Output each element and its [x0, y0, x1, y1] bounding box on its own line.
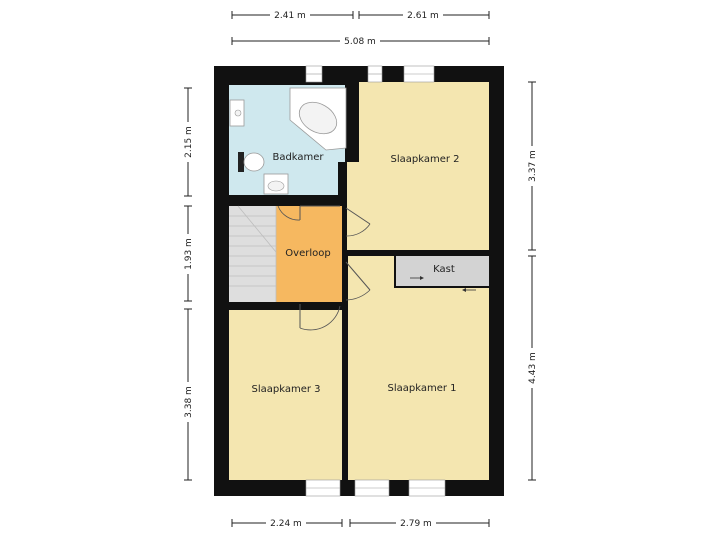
dim-left-mid: 1.93 m	[184, 238, 194, 270]
dimension-labels: 2.41 m 2.61 m 5.08 m 2.15 m 1.93 m 3.38 …	[182, 9, 538, 529]
dim-bottom-left: 2.24 m	[270, 519, 302, 529]
staircase-icon	[229, 205, 277, 302]
room-label-slaapkamer-1: Slaapkamer 1	[387, 383, 456, 394]
closet-slide-arrows	[410, 276, 476, 292]
dim-bottom-right: 2.79 m	[400, 519, 432, 529]
corner-bathtub-icon	[289, 87, 347, 151]
room-slaapkamer-2-floor	[347, 82, 489, 250]
room-slaapkamer-1-floor	[348, 256, 489, 480]
sink-icon	[229, 99, 245, 127]
room-label-slaapkamer-2: Slaapkamer 2	[390, 154, 459, 165]
room-label-slaapkamer-3: Slaapkamer 3	[251, 384, 320, 395]
room-kast-floor	[396, 256, 489, 286]
door-swing-icon	[277, 205, 371, 331]
sink-icon	[263, 173, 289, 195]
dim-top-left: 2.41 m	[274, 11, 306, 21]
dim-left-top: 2.15 m	[184, 126, 194, 158]
room-stairs-floor	[229, 206, 276, 302]
dim-left-bottom: 3.38 m	[184, 386, 194, 418]
dim-right-top: 3.37 m	[528, 150, 538, 182]
dim-top-right: 2.61 m	[407, 11, 439, 21]
room-label-kast: Kast	[433, 264, 455, 275]
room-overloop-floor	[276, 206, 342, 302]
room-label-overloop: Overloop	[285, 248, 330, 259]
room-label-badkamer: Badkamer	[272, 152, 324, 163]
dim-top-total: 5.08 m	[344, 37, 376, 47]
dim-right-bottom: 4.43 m	[528, 352, 538, 384]
window-icon	[305, 65, 446, 497]
room-slaapkamer-3-floor	[229, 310, 342, 480]
toilet-icon	[238, 152, 265, 172]
